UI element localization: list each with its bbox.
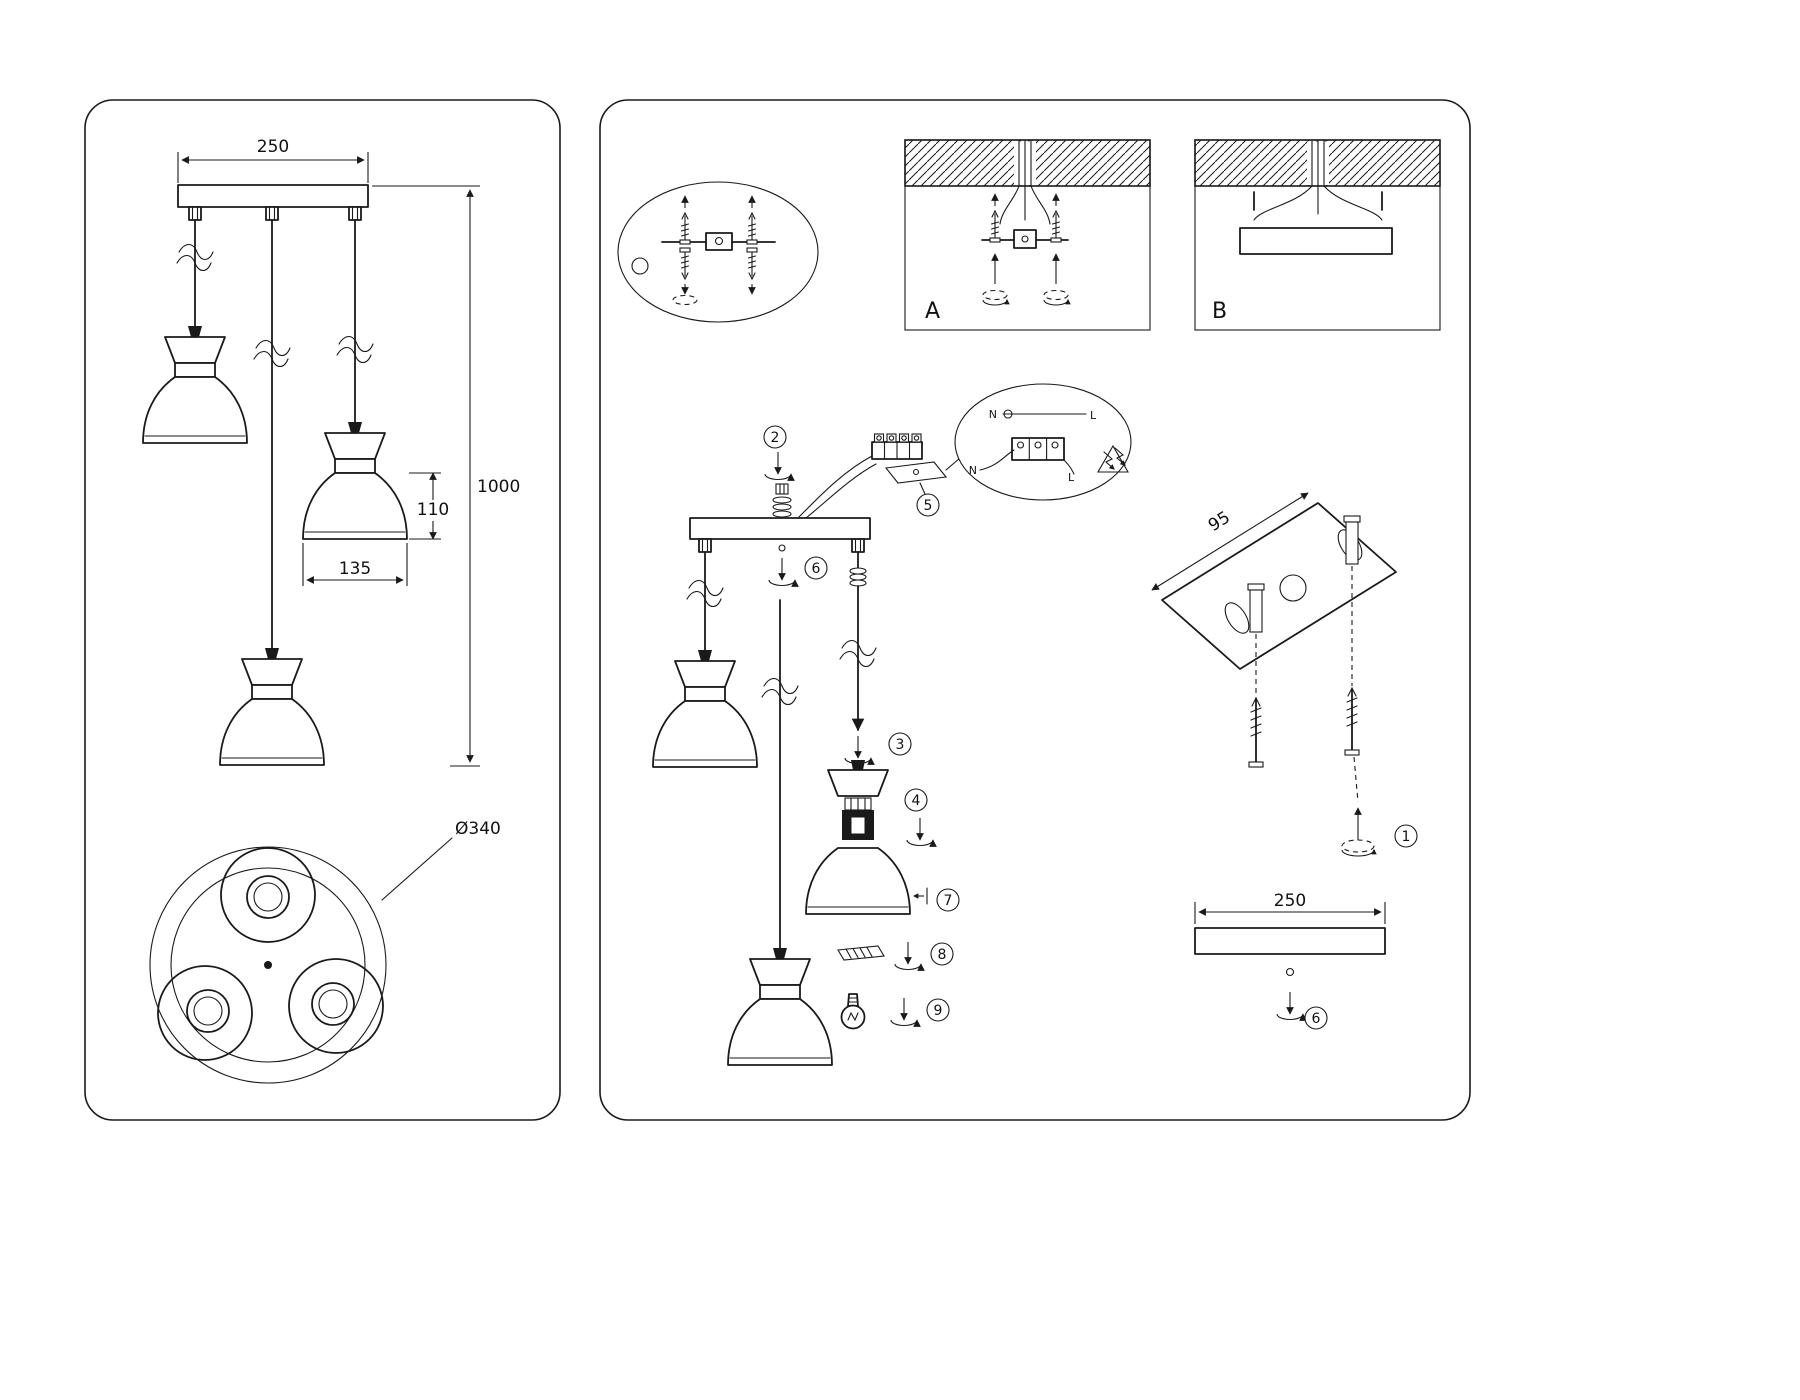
step-9-number: 9 [934, 1003, 943, 1019]
step-6b-number: 6 [1312, 1011, 1321, 1027]
lightning-icon [1103, 451, 1115, 470]
screw-head-icon [631, 257, 649, 275]
diameter-leader-line [381, 837, 453, 901]
warning-triangle-icon [1097, 444, 1129, 473]
step-circle [936, 888, 960, 912]
cord-grip-icon [348, 206, 362, 221]
step-circle [804, 556, 828, 580]
step-3-number: 3 [896, 737, 905, 753]
step-circle [904, 788, 928, 812]
left-panel-border [84, 99, 561, 1121]
step-1-number: 1 [1402, 829, 1411, 845]
mount-b-label: B [1212, 299, 1227, 324]
terminal-plate [884, 461, 948, 484]
dim-135-label: 135 [339, 559, 371, 579]
mounting-option-a: A [904, 139, 1151, 331]
socket-cup [827, 769, 889, 797]
shade-circle-left [157, 965, 253, 1061]
canopy-hole [1285, 967, 1295, 977]
canopy-detail: 250 6 [1194, 891, 1386, 1030]
shade-circle-top [220, 847, 316, 943]
step-circle [1394, 824, 1418, 848]
dimension-shade-height: 110 [409, 472, 449, 540]
exploded-lamp-column: 3 4 7 8 [805, 551, 960, 1030]
wire-l-bottom-label: L [1068, 471, 1075, 484]
wire-n-bottom-label: N [969, 464, 977, 477]
exploded-canopy: 6 [689, 517, 871, 586]
step-8-number: 8 [938, 947, 947, 963]
lightning-icon [1114, 447, 1126, 466]
wire-n-top-label: N [989, 408, 997, 421]
step-2-number: 2 [771, 430, 780, 446]
cord-grip-icon [188, 206, 202, 221]
dim-110-label: 110 [417, 500, 449, 520]
dimension-shade-width: 135 [302, 543, 408, 586]
step-4-number: 4 [912, 793, 921, 809]
mounting-plate [1239, 227, 1393, 255]
step-circle [916, 493, 940, 517]
dim-1000-label: 1000 [477, 477, 520, 497]
cord-grip-icon [265, 206, 279, 221]
dim-250-label: 250 [257, 137, 289, 157]
assembled-lamp-left [652, 551, 758, 768]
wall-plug-icon [1343, 515, 1361, 565]
dim-diameter-label: Ø340 [455, 819, 501, 839]
step-2-assembly: 2 [763, 425, 792, 518]
bracket-detail-bubble [617, 181, 819, 323]
canopy-hole [778, 544, 786, 552]
step-circle [888, 732, 912, 756]
cord-grip-icon [851, 538, 865, 553]
mount-a-label: A [925, 299, 940, 324]
shade-circle-right [288, 958, 384, 1054]
step-circle [926, 998, 950, 1022]
screw-long-left [1248, 696, 1264, 768]
dimension-canopy-width: 250 [177, 137, 369, 183]
mounting-bracket-perspective: 95 [1151, 492, 1418, 857]
left-panel: 250 110 135 [84, 99, 561, 1121]
wiring-detail-bubble: N L N L [954, 383, 1132, 501]
step-6-number: 6 [812, 561, 821, 577]
cord-grip-icon [698, 538, 712, 553]
step-7-number: 7 [944, 893, 953, 909]
wire-l-top-label: L [1090, 409, 1097, 422]
right-panel-border [599, 99, 1471, 1121]
step-circle [1304, 1006, 1328, 1030]
right-panel: A B 2 [599, 99, 1471, 1121]
step-circle [930, 942, 954, 966]
terminal-block-zoom [1011, 437, 1065, 461]
mounting-option-b: B [1194, 139, 1441, 331]
step-5-number: 5 [924, 498, 933, 514]
wall-plug-icon [1247, 583, 1265, 633]
dim-95-line [1151, 492, 1309, 591]
dim-250-label: 250 [1274, 891, 1306, 911]
canopy-front-view [177, 184, 369, 208]
dimension-total-height: 1000 [372, 185, 520, 767]
canopy-bar [689, 517, 871, 540]
assembled-lamp-middle [727, 599, 833, 1066]
canopy-bar [1194, 927, 1386, 955]
terminal-block-assembly: 5 [797, 433, 961, 519]
cord-grip-icon [851, 760, 865, 770]
screw-long-right [1344, 686, 1360, 756]
step-circle [763, 425, 787, 449]
lamp-shade [805, 847, 911, 915]
bottom-view: Ø340 [149, 819, 501, 1084]
